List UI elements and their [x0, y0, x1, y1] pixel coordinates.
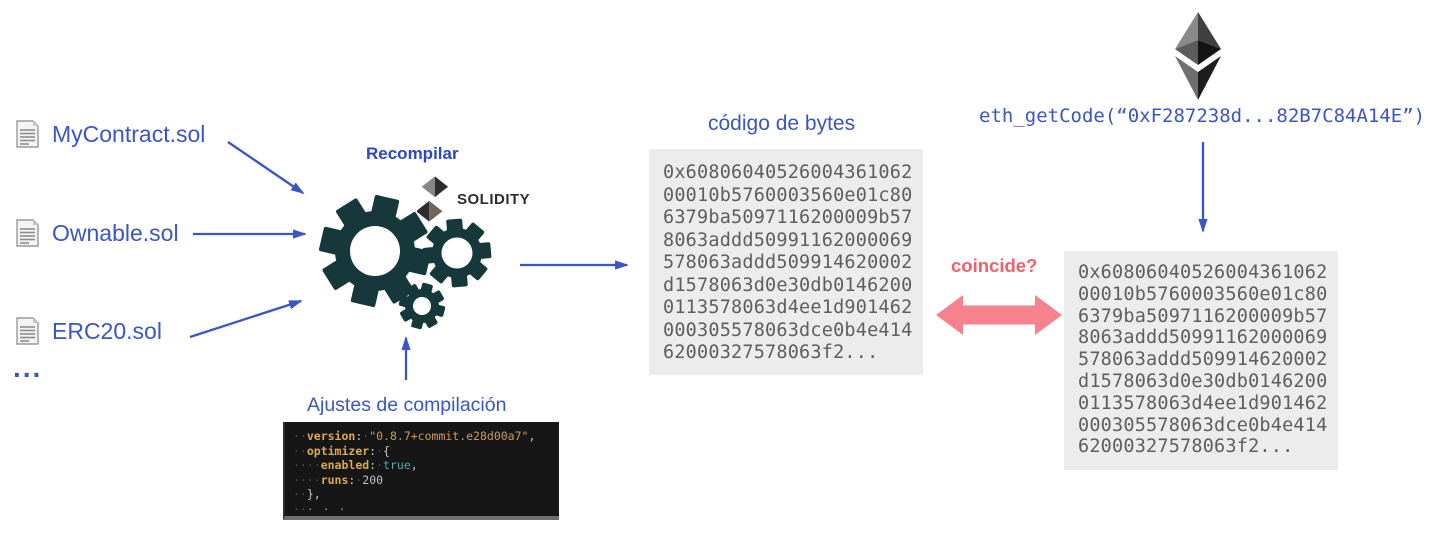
source-file-label: ERC20.sol [52, 317, 162, 344]
document-icon [16, 317, 39, 345]
recompile-title: Recompilar [366, 144, 459, 163]
source-file-label: MyContract.sol [52, 120, 206, 147]
arrow-mycontract-to-compiler [227, 141, 305, 195]
solidity-label: SOLIDITY [457, 190, 531, 208]
arrow-erc20-to-compiler [189, 299, 303, 339]
recompiled-bytecode-box: 0x60806040526004361062 00010b5760003560e… [649, 149, 923, 375]
bytecode-title: código de bytes [708, 112, 856, 135]
source-file-row: Ownable.sol [16, 219, 179, 247]
source-file-row: ERC20.sol [16, 317, 162, 345]
more-files-ellipsis: ... [13, 352, 43, 383]
eth-getcode-call: eth_getCode(“0xF287238d...82B7C84A14E”) [979, 105, 1426, 127]
settings-label: Ajustes de compilación [307, 394, 507, 416]
document-icon [16, 120, 39, 148]
solidity-logo: SOLIDITY [417, 175, 530, 223]
solidity-logo-icon [417, 176, 449, 222]
onchain-bytecode-box: 0x60806040526004361062 00010b5760003560e… [1064, 251, 1338, 470]
compiler-settings-code: ··version:·"0.8.7+commit.e28d00a7",··opt… [283, 422, 559, 520]
document-icon [16, 219, 39, 247]
match-question-label: coincide? [951, 255, 1038, 276]
source-file-row: MyContract.sol [16, 120, 205, 148]
compare-double-arrow [936, 295, 1062, 335]
ethereum-logo-icon [1175, 12, 1221, 100]
source-file-label: Ownable.sol [52, 219, 179, 246]
